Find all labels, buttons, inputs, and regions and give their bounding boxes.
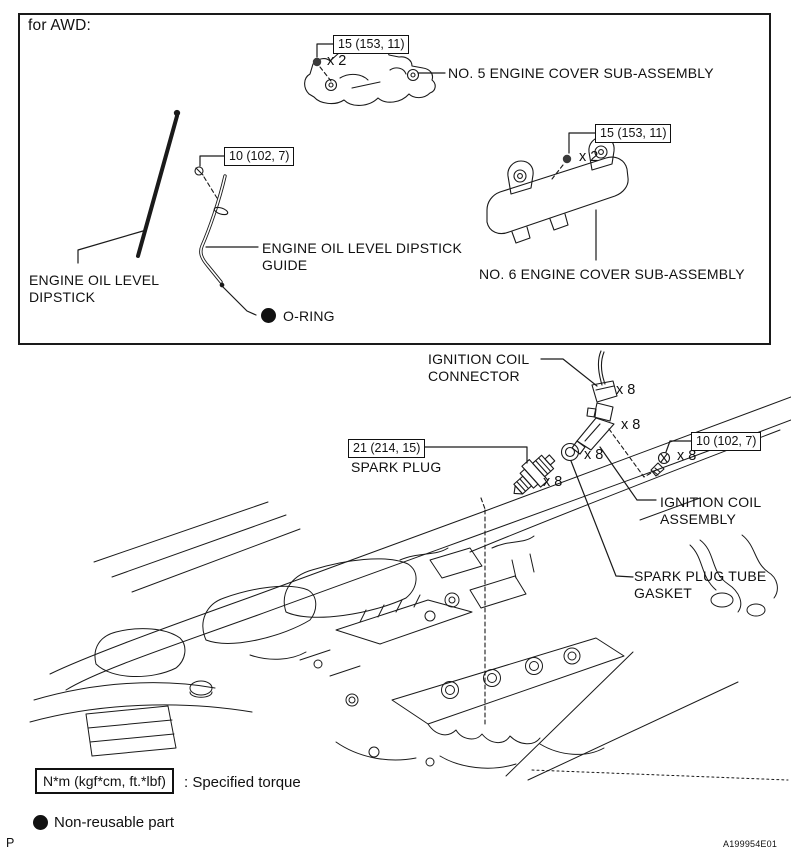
non-reusable-legend-text: Non-reusable part bbox=[54, 814, 175, 831]
label-dipstick: ENGINE OIL LEVEL DIPSTICK bbox=[29, 272, 159, 306]
label-spark-plug-tube-gasket: SPARK PLUG TUBE GASKET bbox=[634, 568, 766, 602]
awd-section-frame bbox=[18, 13, 771, 345]
coil-bolt-icon bbox=[650, 440, 692, 477]
label-assembly-line2: ASSEMBLY bbox=[660, 511, 737, 527]
guide-bolt-icon bbox=[194, 155, 225, 199]
ignition-coil-connector-drawing bbox=[540, 350, 618, 403]
engine-bay-illustration bbox=[29, 396, 791, 781]
page-marker: P bbox=[6, 836, 15, 850]
label-assembly-line1: IGNITION COIL bbox=[660, 494, 762, 510]
o-ring-leader bbox=[221, 285, 257, 316]
count-ignition-coil: x 8 bbox=[621, 417, 641, 433]
non-reusable-dot bbox=[33, 815, 48, 830]
spark-plug-tube-gasket-drawing bbox=[560, 442, 634, 578]
count-cover-no5: x 2 bbox=[327, 53, 347, 69]
label-gasket-line2: GASKET bbox=[634, 585, 692, 601]
ignition-coil-drawing bbox=[571, 402, 659, 501]
torque-spec-cover-no5: 15 (153, 11) bbox=[333, 35, 410, 54]
count-cover-no6: x 2 bbox=[579, 149, 599, 165]
o-ring-non-reusable-dot bbox=[261, 308, 276, 323]
label-connector-line1: IGNITION COIL bbox=[428, 351, 530, 367]
label-engine-cover-no6: NO. 6 ENGINE COVER SUB-ASSEMBLY bbox=[479, 266, 745, 282]
count-coil-bolt: x 8 bbox=[677, 448, 697, 464]
label-ignition-coil-assembly: IGNITION COIL ASSEMBLY bbox=[660, 494, 761, 528]
torque-legend-text: : Specified torque bbox=[184, 774, 301, 791]
torque-spec-spark-plug: 21 (214, 15) bbox=[348, 439, 426, 458]
torque-units-box: N*m (kgf*cm, ft.*lbf) bbox=[35, 768, 174, 794]
label-spark-plug: SPARK PLUG bbox=[351, 459, 442, 475]
torque-spec-guide-bolt: 10 (102, 7) bbox=[224, 147, 295, 166]
label-dipstick-line1: ENGINE OIL LEVEL bbox=[29, 272, 160, 288]
label-ignition-coil-connector: IGNITION COIL CONNECTOR bbox=[428, 351, 529, 385]
label-engine-cover-no5: NO. 5 ENGINE COVER SUB-ASSEMBLY bbox=[448, 65, 714, 81]
dipstick-guide-drawing bbox=[199, 174, 259, 316]
count-tube-gasket: x 8 bbox=[584, 447, 604, 463]
engine-cover-no5-drawing bbox=[304, 43, 446, 106]
dipstick-drawing bbox=[77, 109, 181, 264]
label-dipstick-guide: ENGINE OIL LEVEL DIPSTICK GUIDE bbox=[262, 240, 462, 274]
count-coil-connector: x 8 bbox=[616, 382, 636, 398]
count-spark-plug: x 8 bbox=[543, 474, 563, 490]
label-o-ring: O-RING bbox=[283, 308, 335, 324]
torque-spec-coil-bolt: 10 (102, 7) bbox=[691, 432, 762, 451]
label-dipstick-guide-line1: ENGINE OIL LEVEL DIPSTICK bbox=[262, 240, 463, 256]
label-dipstick-line2: DIPSTICK bbox=[29, 289, 96, 305]
torque-spec-cover-no6: 15 (153, 11) bbox=[595, 124, 672, 143]
nut-icon bbox=[312, 57, 322, 67]
label-connector-line2: CONNECTOR bbox=[428, 368, 520, 384]
label-dipstick-guide-line2: GUIDE bbox=[262, 257, 308, 273]
label-gasket-line1: SPARK PLUG TUBE bbox=[634, 568, 767, 584]
awd-section-title: for AWD: bbox=[28, 17, 92, 34]
nut-icon bbox=[562, 154, 572, 164]
figure-id: A199954E01 bbox=[723, 839, 778, 849]
